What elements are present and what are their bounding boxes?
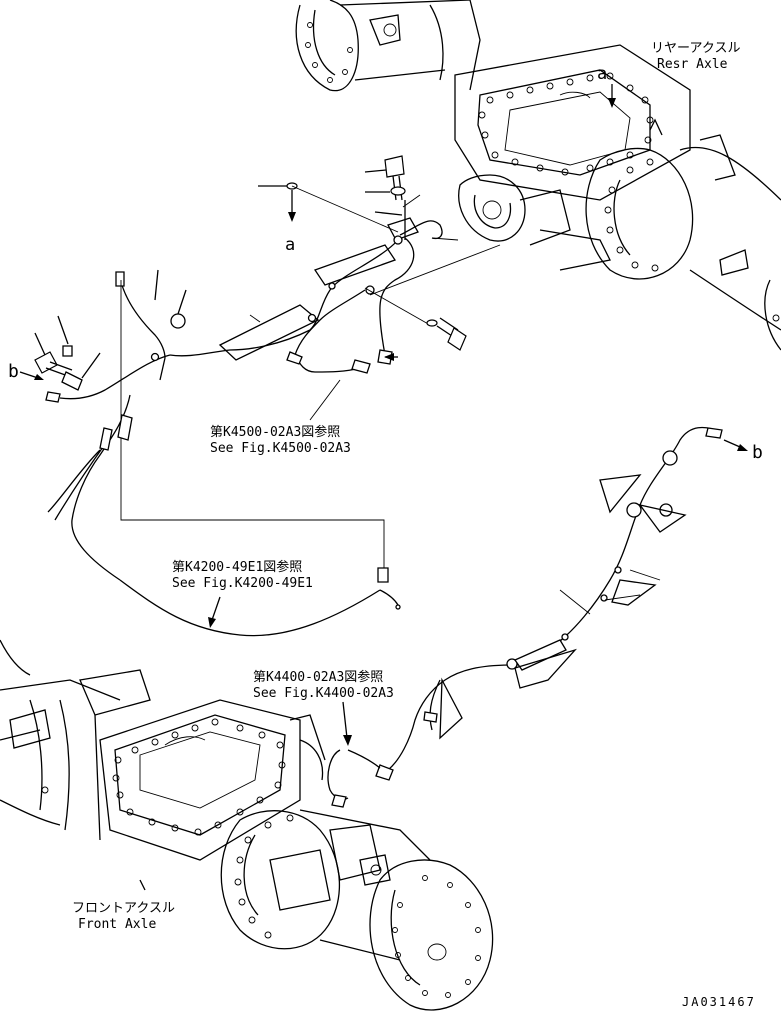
marker-b-right: b: [752, 442, 763, 463]
ref-k4200-en: See Fig.K4200-49E1: [172, 576, 313, 591]
upper-harness: [45, 220, 443, 403]
middle-harness: [47, 280, 401, 637]
leader-plate-4: [514, 648, 578, 689]
leader-plate-3: [611, 579, 657, 606]
bracket-plate-2: [218, 304, 320, 361]
clamp-ring: [170, 313, 186, 329]
arrow-left-icon: [384, 353, 394, 361]
ref-k4200-jp: 第K4200-49E1図参照: [172, 559, 302, 575]
marker-a-left: a: [285, 235, 295, 255]
marker-b-left: b: [8, 361, 19, 382]
left-bolt-group: [34, 315, 101, 391]
leader-plate-5: [439, 677, 463, 740]
rear-axle-assembly: [295, 0, 781, 351]
rear-flange-holes: [305, 22, 353, 83]
ref-k4400-jp: 第K4400-02A3図参照: [253, 669, 383, 685]
arrow-right-icon: [737, 444, 748, 451]
leader-plate-2: [638, 503, 687, 533]
arrow-down-icon: [343, 735, 352, 746]
ref-k4500-en: See Fig.K4500-02A3: [210, 441, 351, 456]
right-bolt: [426, 317, 467, 351]
bracket-plate-1: [313, 244, 397, 286]
rear-axle-label-en: Resr Axle: [657, 57, 728, 72]
front-axle-assembly: [0, 639, 494, 1011]
rear-cover-bolts: [478, 72, 654, 176]
arrow-down-icon: [288, 212, 296, 222]
leader-plate-1: [599, 474, 642, 514]
front-axle-label-jp: フロントアクスル: [72, 901, 175, 916]
upper-bolt-group: [364, 155, 419, 241]
arrow-down-icon: [608, 98, 616, 108]
front-hub-bolts: [234, 814, 294, 939]
arrow-down-icon: [208, 617, 216, 628]
drawing-code: JA031467: [682, 995, 756, 1009]
front-harness-pigtail: [327, 749, 381, 808]
ref-k4400-en: See Fig.K4400-02A3: [253, 686, 394, 701]
front-flange-holes: [392, 875, 481, 998]
rear-axle-label-jp: リヤーアクスル: [651, 41, 740, 56]
arrow-right-icon: [34, 374, 44, 380]
rear-hub-bolts: [604, 158, 659, 272]
front-axle-label-en: Front Axle: [78, 917, 156, 932]
front-cover-bolts: [112, 718, 286, 836]
marker-a-rear: a: [597, 64, 607, 84]
ref-k4500-jp: 第K4500-02A3図参照: [210, 424, 340, 440]
right-harness: [375, 426, 723, 781]
